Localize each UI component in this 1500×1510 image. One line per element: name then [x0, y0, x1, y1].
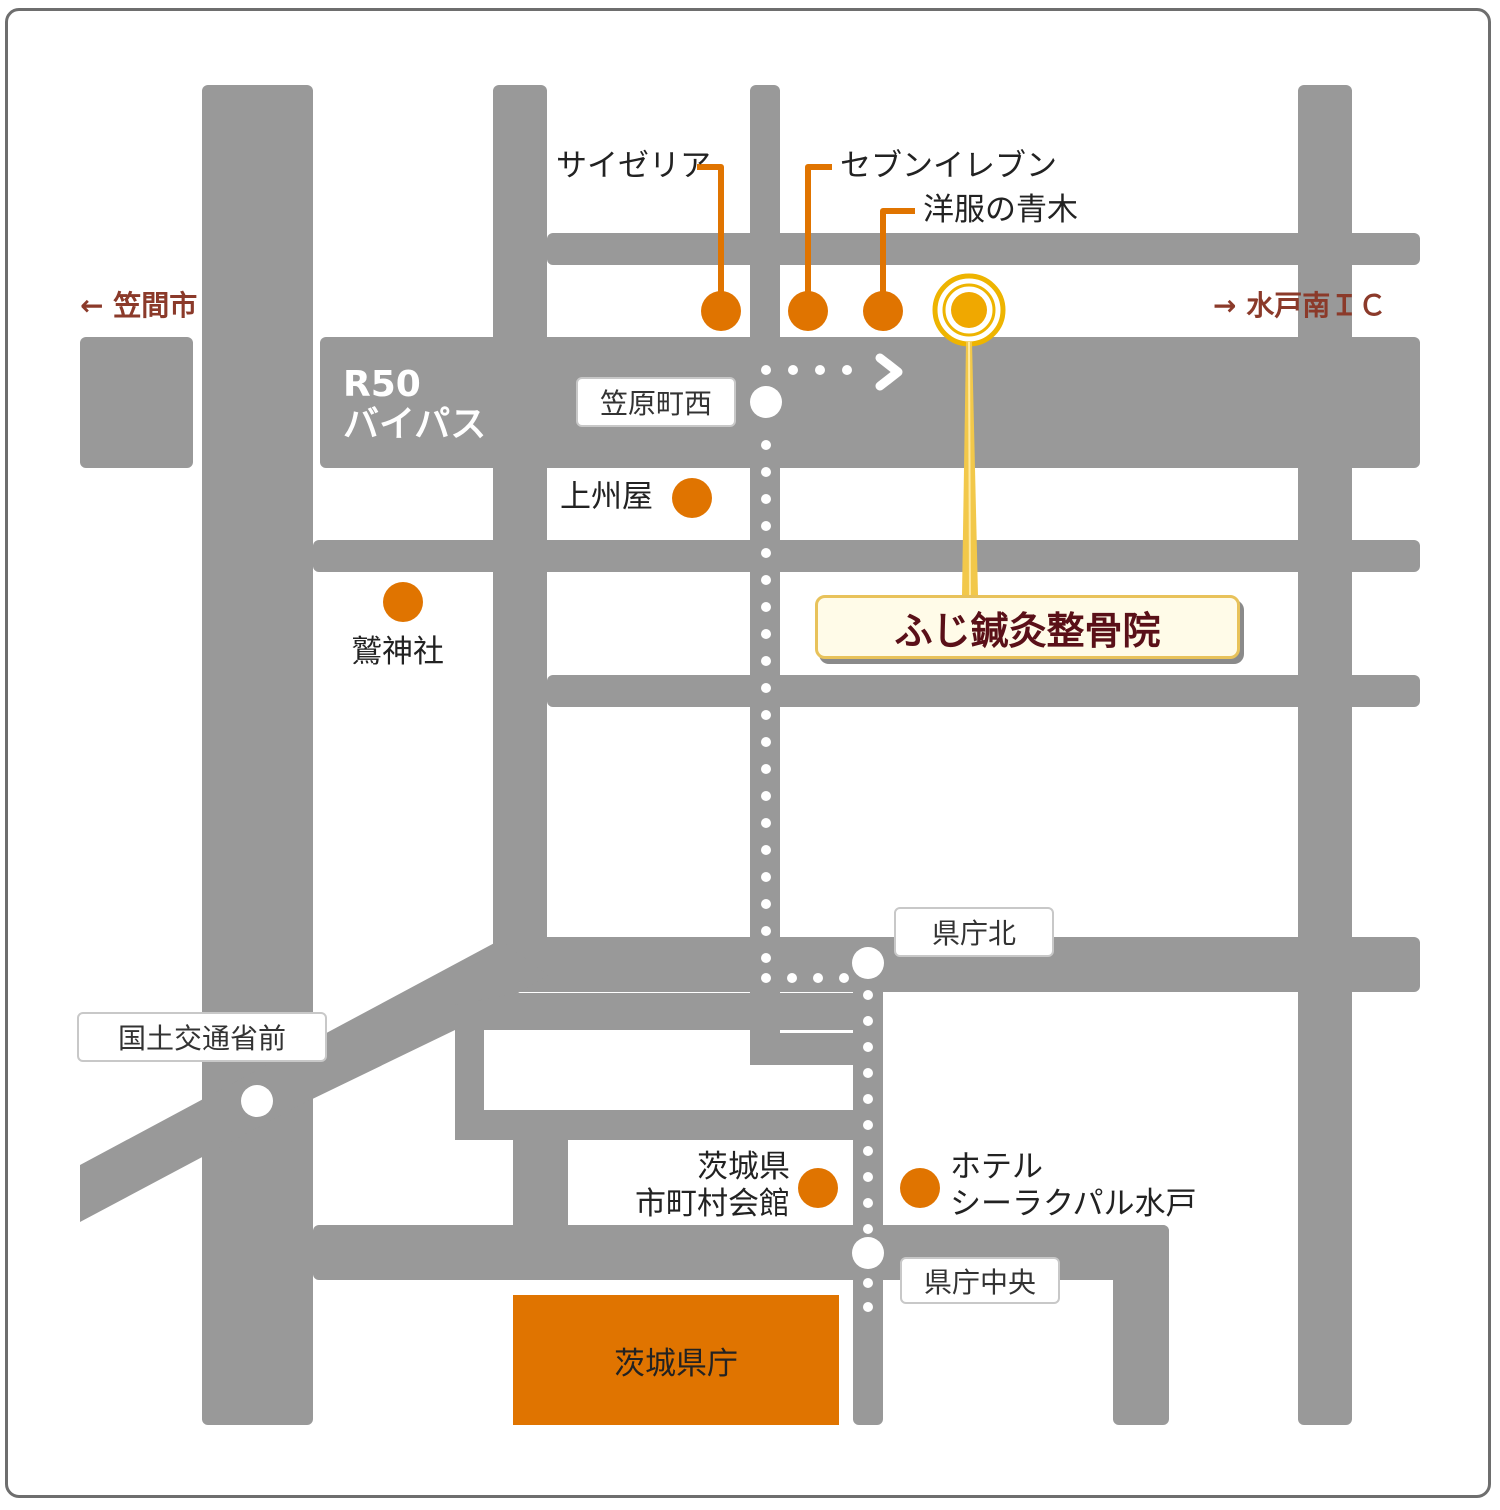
road-kencho-north-street: [493, 937, 1420, 992]
road-diagonal: [80, 940, 548, 1222]
road-short-avenue: [513, 1125, 568, 1235]
label-hotel-terrace: ホテル シーラクパル水戸: [950, 1149, 1196, 1223]
label-washi-shrine: 鷲神社: [351, 634, 444, 670]
direction-kasama: ← 笠間市: [80, 289, 198, 322]
saizeriya-dot-icon: [701, 291, 741, 331]
target-marker-icon: [932, 273, 1006, 596]
destination-callout: ふじ鍼灸整骨院: [815, 595, 1240, 659]
bus-stop-kasahara-machi-nishi: 笠原町西: [576, 377, 736, 427]
bus-stop-kencho-chuo: 県庁中央: [900, 1257, 1060, 1304]
shrine-dot-icon: [383, 582, 423, 622]
road-r50-west-stub: [80, 337, 193, 468]
road-north-street: [547, 233, 1420, 265]
seven-eleven-dot-icon: [788, 291, 828, 331]
route-label: R50 バイパス: [343, 365, 486, 444]
label-seven-eleven: セブンイレブン: [840, 148, 1057, 184]
road-loop: [455, 993, 853, 1140]
route-number: R50: [343, 364, 421, 405]
bus-stop-marker-kencho-chuo: [852, 1237, 884, 1269]
road-west-avenue: [202, 85, 313, 1425]
label-kaikan-line2: 市町村会館: [635, 1186, 790, 1223]
road-middle-street-1: [313, 540, 1420, 572]
bus-stop-marker-kasahara: [750, 386, 782, 418]
label-hotel-line1: ホテル: [950, 1149, 1043, 1185]
bus-stop-marker-kencho-kita: [852, 947, 884, 979]
road-central-avenue: [853, 940, 883, 1425]
route-name: バイパス: [343, 403, 487, 445]
road-second-avenue: [493, 85, 547, 955]
leader-lines: [697, 164, 915, 292]
hotel-dot-icon: [900, 1168, 940, 1208]
label-saizeriya: サイゼリア: [556, 148, 711, 184]
label-shichoson-kaikan: 茨城県 市町村会館: [595, 1149, 790, 1223]
label-joshuya: 上州屋: [560, 479, 653, 515]
road-small-connector: [750, 1033, 883, 1065]
road-east-avenue: [1298, 85, 1352, 1425]
bus-stop-kokudo-kotsusho-mae: 国土交通省前: [77, 1012, 327, 1062]
walking-route: [761, 365, 873, 1312]
label-kaikan-line1: 茨城県: [697, 1149, 790, 1185]
road-middle-street-2: [547, 675, 1420, 707]
prefectural-office-block: 茨城県庁: [513, 1295, 839, 1425]
kaikan-dot-icon: [798, 1168, 838, 1208]
joshuya-dot-icon: [672, 478, 712, 518]
bus-stop-marker-kokudo: [241, 1085, 273, 1117]
chevron-right-icon: [875, 353, 903, 391]
road-r50-bypass: [320, 337, 1420, 468]
label-hotel-line2: シーラクパル水戸: [950, 1186, 1197, 1223]
label-aoki: 洋服の青木: [923, 192, 1078, 228]
bus-stop-kencho-kita: 県庁北: [894, 907, 1054, 957]
direction-mito-minami-ic: → 水戸南ＩＣ: [1213, 289, 1387, 322]
road-third-avenue: [750, 85, 780, 1065]
prefectural-office-label: 茨城県庁: [614, 1345, 738, 1382]
aoki-dot-icon: [863, 291, 903, 331]
